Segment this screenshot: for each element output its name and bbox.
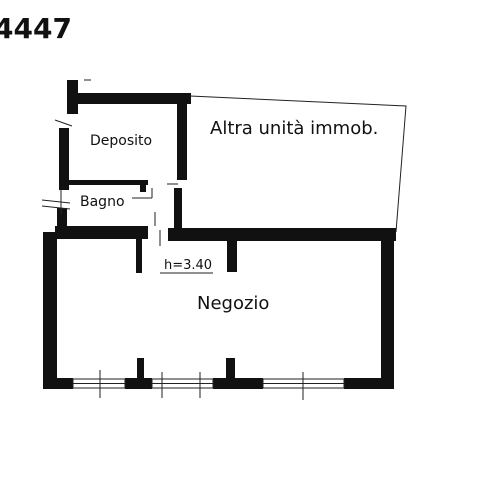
pillar-door-left bbox=[136, 238, 142, 273]
wall-right bbox=[381, 237, 394, 388]
ceiling-height-label: h=3.40 bbox=[164, 258, 213, 273]
thin-lines bbox=[41, 79, 407, 400]
left-opening-bottom bbox=[41, 199, 71, 204]
wall-bottom-2 bbox=[125, 378, 152, 389]
room-label-altra-unita: Altra unità immob. bbox=[210, 118, 379, 139]
plan-code: 4447 bbox=[0, 12, 72, 45]
wall-partition-vertical bbox=[177, 104, 187, 180]
wall-negozio-top bbox=[168, 228, 396, 241]
wall-bottom-1 bbox=[43, 378, 73, 389]
walls bbox=[43, 80, 396, 389]
pillar-bottom-left bbox=[137, 358, 144, 380]
wall-partition-vertical-lower bbox=[174, 188, 182, 228]
wall-bagno-top bbox=[68, 180, 148, 185]
wall-bottom-4 bbox=[344, 378, 394, 389]
room-label-bagno: Bagno bbox=[80, 194, 125, 210]
wall-top-deposito bbox=[67, 93, 191, 104]
pillar-center bbox=[227, 238, 237, 272]
left-opening-bottom-2 bbox=[41, 205, 71, 210]
wall-left-bagno bbox=[57, 208, 67, 230]
left-opening-top bbox=[54, 119, 73, 127]
wall-bottom-3 bbox=[213, 378, 263, 389]
wall-left-negozio bbox=[43, 232, 57, 388]
altra-unita-outline bbox=[189, 95, 407, 233]
wall-bagno-top-stub bbox=[140, 180, 146, 192]
room-label-negozio: Negozio bbox=[197, 293, 270, 314]
wall-left-deposito bbox=[59, 128, 69, 190]
wall-bagno-bottom bbox=[55, 226, 148, 239]
pillar-bottom-right bbox=[226, 358, 235, 380]
wall-left-stub bbox=[67, 80, 78, 114]
room-label-deposito: Deposito bbox=[90, 133, 153, 149]
